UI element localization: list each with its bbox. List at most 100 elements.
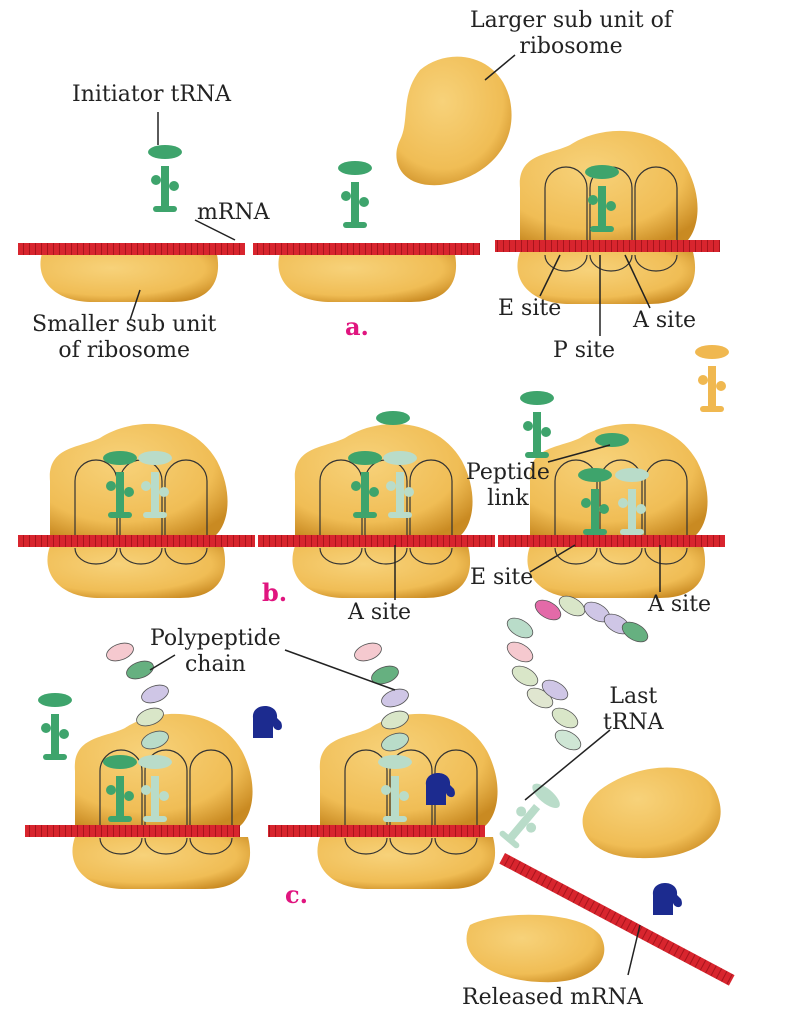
anticodon-oval xyxy=(532,783,560,809)
trna-loop xyxy=(359,197,369,207)
larger-subunit-label-line: ribosome xyxy=(519,34,623,59)
trna-stem xyxy=(591,489,599,533)
a-site-label: A site xyxy=(648,592,712,617)
panel-label-a: a. xyxy=(345,312,369,341)
small-ribosome-subunit xyxy=(517,252,696,304)
ribosome-site-slot-lower xyxy=(189,837,233,855)
trna xyxy=(138,755,172,822)
trna-base xyxy=(383,816,407,822)
e-site-label: E site xyxy=(498,296,562,321)
anticodon-oval xyxy=(103,755,137,769)
mrna-strand xyxy=(258,535,495,547)
trna-base xyxy=(108,512,132,518)
trna-stem xyxy=(116,472,124,516)
leader-line xyxy=(539,254,561,297)
anticodon-oval xyxy=(695,345,729,359)
trna xyxy=(348,451,382,518)
trna-loop xyxy=(106,481,116,491)
trna-loop xyxy=(351,481,361,491)
mrna-strand xyxy=(268,825,485,837)
trna-stem xyxy=(628,489,636,533)
mrna-strand xyxy=(495,240,720,252)
trna-loop xyxy=(124,487,134,497)
trna-loop xyxy=(523,421,533,431)
ribosome-site-slot-lower xyxy=(544,254,588,272)
polypeptide-chain-label-line: chain xyxy=(184,652,246,677)
large-ribosome-subunit xyxy=(529,423,708,536)
small-ribosome-subunit xyxy=(47,546,226,598)
amino-acid-bead xyxy=(136,707,164,727)
release-factor xyxy=(425,773,455,805)
amino-acid-bead xyxy=(506,641,534,663)
trna xyxy=(383,451,417,518)
release-factor xyxy=(652,883,682,915)
released-last-trna xyxy=(499,783,560,849)
trna-loop xyxy=(169,181,179,191)
small-ribosome-subunit xyxy=(317,837,496,889)
trna-loop xyxy=(106,785,116,795)
trna-loop xyxy=(526,822,537,833)
ribosome-site-slot-lower xyxy=(99,837,143,855)
anticodon-oval xyxy=(383,451,417,465)
anticodon-oval xyxy=(585,165,619,179)
large-ribosome-subunit-free xyxy=(582,767,721,859)
ribosome-site-slot-lower xyxy=(589,254,633,272)
small-ribosome-subunit-free xyxy=(466,914,605,983)
ribosome-site-slot-lower xyxy=(319,547,363,565)
amino-acid-bead xyxy=(141,730,169,750)
ribosome-site-slot xyxy=(544,166,588,243)
mrna-strand xyxy=(18,535,255,547)
trna-loop xyxy=(588,195,598,205)
trna-loop xyxy=(599,504,609,514)
trna-loop xyxy=(386,481,396,491)
ribosome-site-slot-lower xyxy=(634,254,678,272)
ribosome-site-slot-lower xyxy=(364,547,408,565)
trna-loop xyxy=(141,785,151,795)
released-mrna xyxy=(499,853,735,986)
smaller-subunit-label-line: of ribosome xyxy=(58,338,191,363)
trna-base xyxy=(143,816,167,822)
trna-loop xyxy=(369,487,379,497)
trna-loop xyxy=(618,498,628,508)
trna-base xyxy=(353,512,377,518)
small-ribosome-subunit xyxy=(278,250,457,302)
anticodon-oval xyxy=(138,451,172,465)
trna-stem xyxy=(533,412,541,456)
trna-base xyxy=(700,406,724,412)
trna-stem xyxy=(116,776,124,820)
leader-line xyxy=(529,544,576,573)
trna-loop xyxy=(381,785,391,795)
ribosome-site-slot-lower xyxy=(389,837,433,855)
trna-loop xyxy=(399,791,409,801)
ribosome-site-slot-lower xyxy=(344,837,388,855)
incoming-trna xyxy=(695,345,729,412)
trna-base xyxy=(388,512,412,518)
released-mrna-label: Released mRNA xyxy=(462,985,643,1010)
release-factor xyxy=(252,706,282,738)
ribosome-site-slot xyxy=(409,459,453,536)
trna xyxy=(138,451,172,518)
initiator-trna-label: Initiator tRNA xyxy=(72,82,232,107)
large-ribosome-subunit-free xyxy=(396,56,512,186)
leader-line xyxy=(547,444,611,463)
trna-stem xyxy=(505,804,541,843)
trna-loop xyxy=(716,381,726,391)
anticodon-oval xyxy=(348,451,382,465)
trna-stem xyxy=(151,472,159,516)
trna-stem xyxy=(598,186,606,230)
ribosome-site-slot-lower xyxy=(599,547,643,565)
anticodon-oval xyxy=(138,755,172,769)
ribosome-site-slot-lower xyxy=(164,547,208,565)
initiator-trna xyxy=(585,165,619,232)
leader-line xyxy=(284,649,396,691)
large-ribosome-subunit xyxy=(519,130,698,243)
trna xyxy=(615,468,649,535)
trna-stem xyxy=(51,714,59,758)
leader-line xyxy=(149,654,176,671)
anticodon-oval xyxy=(38,693,72,707)
mrna-strand xyxy=(18,243,245,255)
mrna-strand xyxy=(253,243,480,255)
amino-acid-bead xyxy=(511,665,539,687)
